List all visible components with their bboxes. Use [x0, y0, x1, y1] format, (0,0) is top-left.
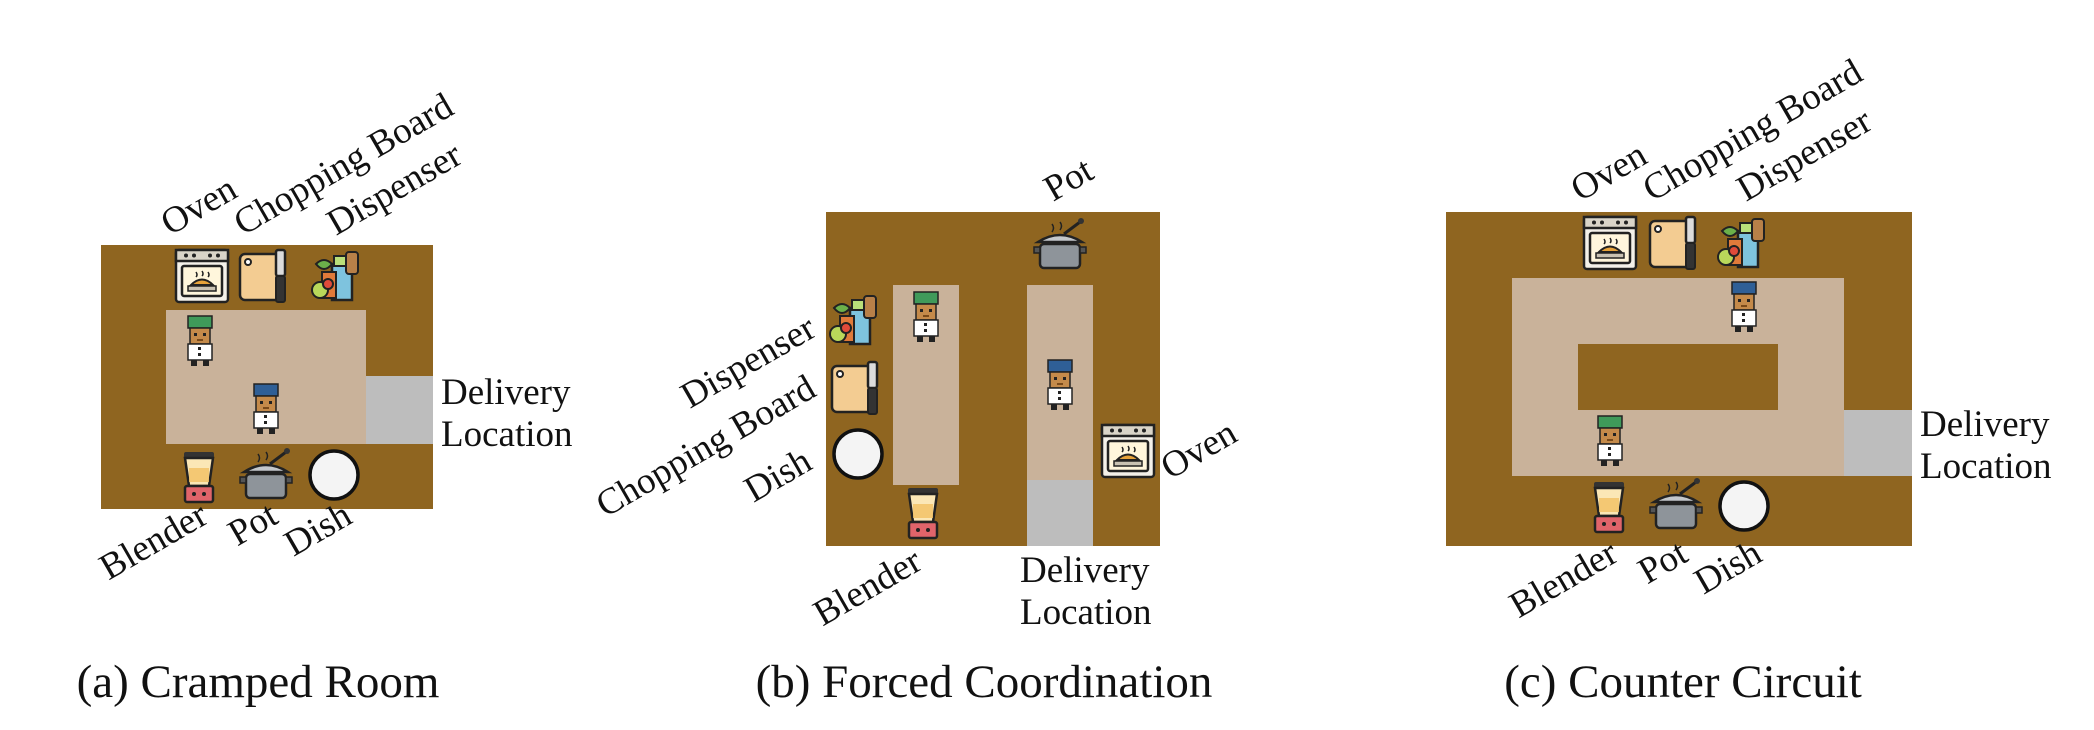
blender-icon	[182, 450, 216, 504]
chef-icon	[187, 315, 213, 367]
oven-icon	[1100, 423, 1156, 479]
oven-icon	[1582, 215, 1638, 271]
dish-icon	[1718, 480, 1770, 532]
chopping-board-icon	[830, 360, 879, 416]
label-oven: Oven	[1154, 412, 1244, 488]
dish-icon	[832, 428, 884, 480]
blender-icon	[1592, 480, 1626, 534]
panel-forced-coordination: Pot Dispenser Chopping Board Dish Oven B…	[589, 149, 1244, 708]
chef-icon	[253, 383, 279, 435]
delivery-location	[366, 376, 433, 444]
chef-icon	[913, 291, 939, 343]
label-pot: Pot	[1037, 149, 1101, 210]
chopping-board-icon	[238, 248, 287, 304]
chopping-board-icon	[1648, 215, 1697, 271]
blender-icon	[906, 486, 940, 540]
chef-icon	[1597, 415, 1623, 467]
counter-area	[826, 212, 1160, 546]
label-blender: Blender	[807, 540, 929, 634]
delivery-location	[1027, 480, 1093, 546]
oven-icon	[174, 248, 230, 304]
chef-icon	[1047, 359, 1073, 411]
island-counter	[1578, 344, 1778, 410]
delivery-location	[1844, 410, 1912, 476]
dish-icon	[308, 449, 360, 501]
caption-forced-coordination: (b) Forced Coordination	[756, 656, 1213, 708]
label-blender: Blender	[1503, 532, 1625, 626]
caption-cramped-room: (a) Cramped Room	[77, 656, 440, 708]
caption-counter-circuit: (c) Counter Circuit	[1504, 656, 1862, 708]
chef-icon	[1731, 281, 1757, 333]
label-dish: Dish	[737, 440, 818, 511]
